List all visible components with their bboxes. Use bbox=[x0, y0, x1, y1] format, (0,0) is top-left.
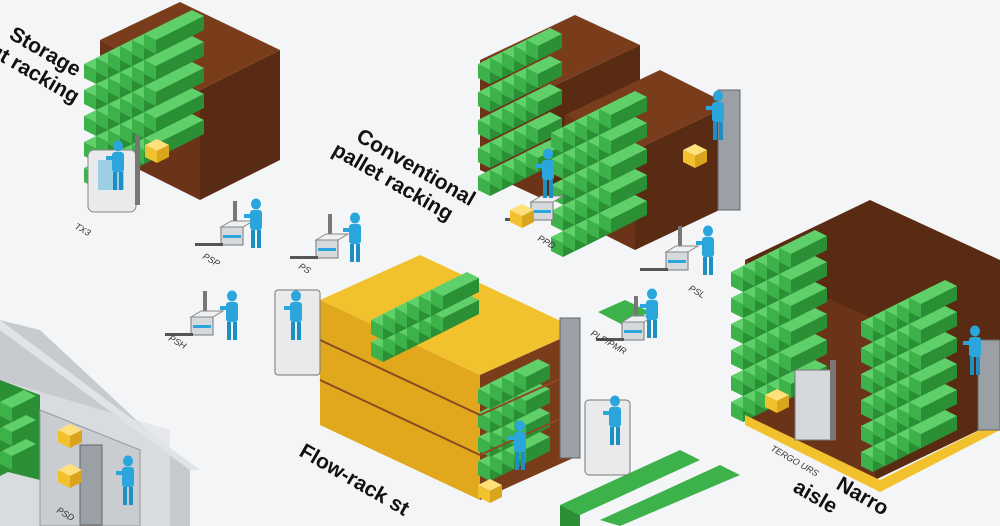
label-psl: PSL bbox=[687, 283, 707, 300]
truck-psd bbox=[58, 424, 134, 526]
truck-psp bbox=[194, 198, 262, 248]
label-storage: Storage ut racking bbox=[0, 22, 85, 108]
label-tx3: TX3 bbox=[73, 221, 92, 238]
truck-tergo-urs bbox=[765, 360, 836, 441]
truck-psh bbox=[164, 290, 238, 340]
conveyor-rollers bbox=[560, 450, 740, 526]
truck-ps bbox=[289, 212, 361, 262]
truck-plp-pmr bbox=[595, 288, 658, 342]
truck-reach-flow bbox=[274, 289, 321, 376]
label-conventional: Conventional pallet racking bbox=[328, 124, 479, 225]
label-ps: PS bbox=[297, 261, 312, 276]
truck-tx3 bbox=[87, 135, 169, 213]
conventional-racking bbox=[478, 15, 730, 257]
truck-reach-conv bbox=[683, 89, 741, 211]
label-psp: PSP bbox=[201, 251, 222, 269]
truck-flow-right bbox=[559, 317, 631, 476]
flow-rack bbox=[319, 255, 581, 500]
truck-narrow-right bbox=[963, 325, 1000, 431]
svg-text:aisle: aisle bbox=[789, 475, 841, 518]
